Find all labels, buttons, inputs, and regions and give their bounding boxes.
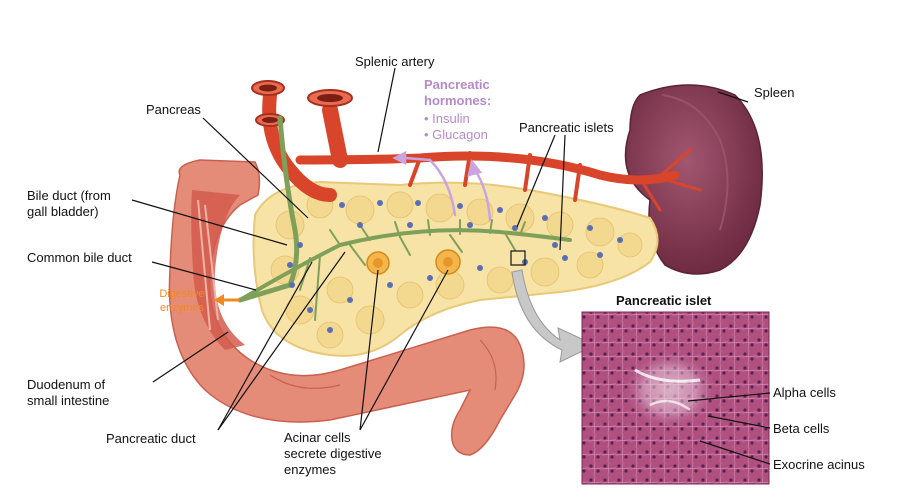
label-spleen: Spleen <box>754 85 795 100</box>
label-glucagon: • Glucagon <box>424 127 488 142</box>
enzyme-arrow <box>214 294 240 306</box>
label-duodenum-1: Duodenum of <box>27 377 106 392</box>
ducts <box>237 115 572 321</box>
label-bile-duct-1: Bile duct (from <box>27 188 111 203</box>
label-exocrine-acinus: Exocrine acinus <box>773 457 865 472</box>
label-inset-title: Pancreatic islet <box>616 293 712 308</box>
label-duodenum-2: small intestine <box>27 393 110 408</box>
label-bile-duct-2: gall bladder) <box>27 204 99 219</box>
label-alpha-cells: Alpha cells <box>773 385 836 400</box>
label-pancreatic-islets: Pancreatic islets <box>519 120 614 135</box>
label-pancreas: Pancreas <box>146 102 201 117</box>
spleen <box>624 84 763 275</box>
label-pancreatic-duct: Pancreatic duct <box>106 431 196 446</box>
artery-openings <box>251 80 353 127</box>
label-insulin: • Insulin <box>424 111 470 126</box>
hormone-arrows <box>392 150 492 222</box>
leader-lines <box>131 67 771 465</box>
label-acinar-1: Acinar cells <box>284 430 351 445</box>
label-hormones-title-1: Pancreatic <box>424 77 490 92</box>
label-common-bile-duct: Common bile duct <box>27 250 132 265</box>
islet-highlight-box <box>510 250 526 266</box>
duodenum <box>168 159 525 456</box>
inset-pointer-arrow <box>511 269 597 363</box>
label-beta-cells: Beta cells <box>773 421 830 436</box>
islet-micrograph <box>581 311 770 485</box>
label-acinar-3: enzymes <box>284 462 337 477</box>
label-digestive-enzymes-2: enzymes <box>159 302 205 314</box>
label-splenic-artery: Splenic artery <box>355 54 435 69</box>
acinar-cells <box>366 249 461 275</box>
label-digestive-enzymes-1: Digestive <box>159 288 205 300</box>
pancreatic-islet-dots <box>287 200 623 333</box>
label-hormones-title-2: hormones: <box>424 93 492 108</box>
label-acinar-2: secrete digestive <box>284 446 382 461</box>
